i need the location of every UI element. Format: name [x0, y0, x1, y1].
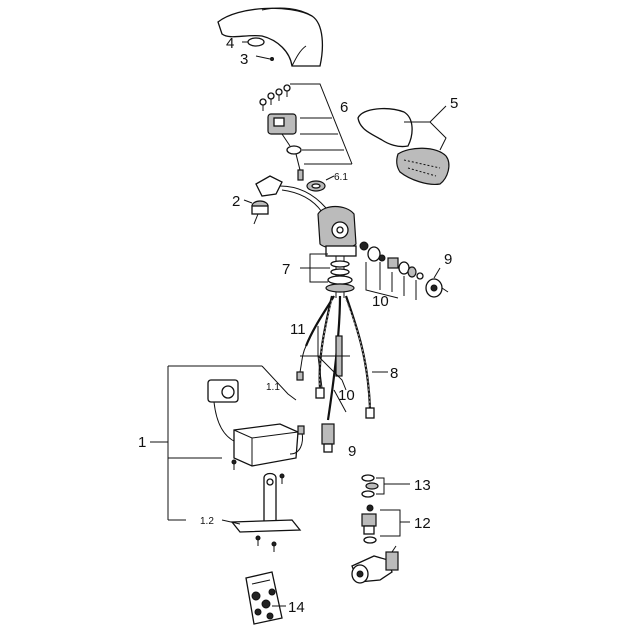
sensor-module-part — [259, 84, 304, 181]
small-fitting-part — [361, 474, 379, 498]
callout-6: 6 — [340, 99, 348, 116]
spout-body-part — [217, 7, 324, 67]
callout-3: 3 — [240, 51, 248, 68]
angle-valve-part — [351, 504, 399, 584]
callout-1: 1 — [138, 434, 146, 451]
sensor-cover-part — [357, 107, 450, 185]
callout-5: 5 — [450, 95, 458, 112]
callout-10-lower: 10 — [338, 387, 355, 404]
shaft-ring-stack-part — [325, 256, 355, 298]
callout-14: 14 — [288, 599, 305, 616]
callout-11: 11 — [290, 321, 306, 338]
mixer-head-part — [251, 175, 327, 225]
callout-2: 2 — [232, 193, 240, 210]
callout-6-1: 6.1 — [334, 172, 348, 183]
valve-body-part — [317, 205, 357, 257]
cover-cap-part — [247, 37, 265, 47]
end-cap-part — [425, 278, 449, 298]
callout-1-1: 1.1 — [266, 382, 280, 393]
callout-13: 13 — [414, 477, 431, 494]
side-fittings-part — [359, 241, 424, 280]
parts-bag-part — [245, 571, 283, 625]
callout-9-upper: 9 — [444, 251, 452, 268]
electronics-box-part — [207, 379, 305, 484]
callout-1-2: 1.2 — [200, 516, 214, 527]
mounting-bracket-part — [230, 472, 302, 552]
callout-7: 7 — [282, 261, 290, 278]
callout-9-lower: 9 — [348, 443, 356, 460]
callout-12: 12 — [414, 515, 431, 532]
callout-10-upper: 10 — [372, 293, 389, 310]
callout-8: 8 — [390, 365, 398, 382]
callout-4: 4 — [226, 35, 234, 52]
